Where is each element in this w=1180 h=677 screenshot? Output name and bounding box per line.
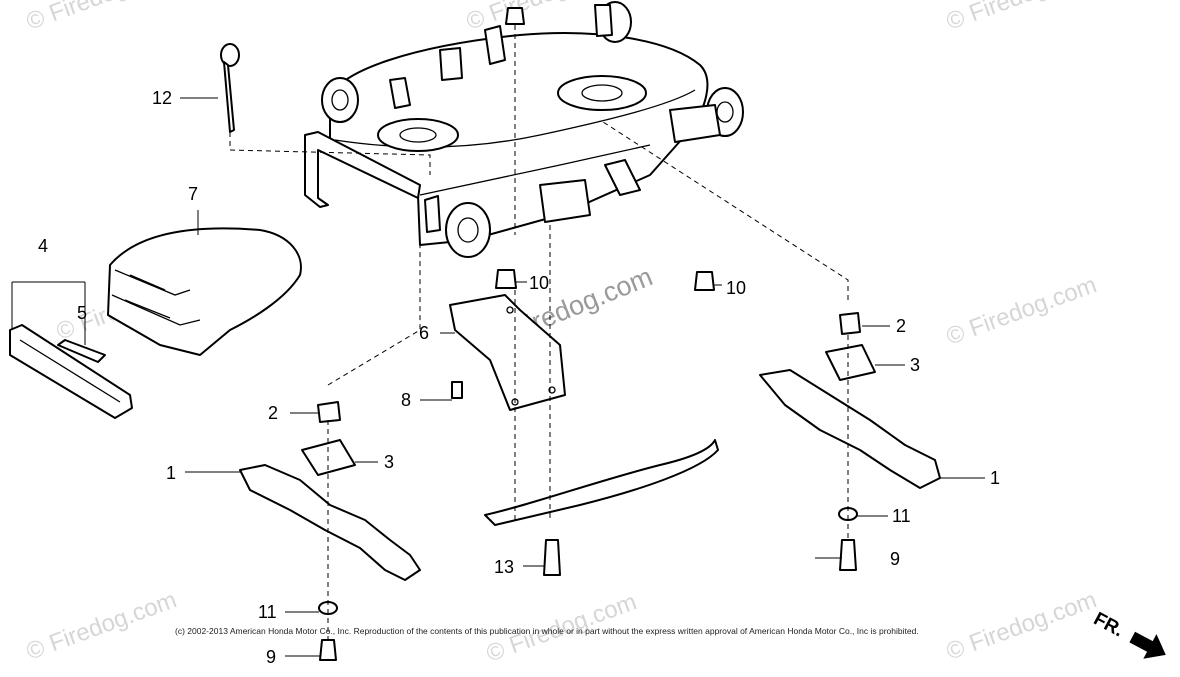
callout-4: 4 bbox=[38, 236, 48, 256]
blade-support-bar bbox=[484, 439, 719, 526]
part-1-right-blade bbox=[759, 369, 941, 489]
callout-3: 3 bbox=[384, 452, 394, 472]
callout-10: 10 bbox=[726, 278, 746, 298]
part-10-nut bbox=[495, 269, 517, 289]
callout-9: 9 bbox=[266, 647, 276, 667]
part-9-bolt bbox=[839, 539, 857, 571]
part-12-lift-pin bbox=[220, 43, 431, 175]
part-10-nut bbox=[694, 271, 715, 291]
mower-deck bbox=[304, 1, 744, 258]
watermark: © Firedog.com bbox=[943, 586, 1100, 665]
watermark: © Firedog.com bbox=[23, 0, 180, 36]
callout-11: 11 bbox=[892, 506, 911, 526]
callout-7: 7 bbox=[188, 184, 198, 204]
callout-3: 3 bbox=[910, 355, 920, 375]
watermark: © Firedog.com bbox=[23, 586, 180, 665]
part-5-strip bbox=[57, 339, 106, 363]
part-10-nut bbox=[505, 7, 525, 25]
right-blade-assembly bbox=[599, 119, 941, 571]
callout-6: 6 bbox=[419, 323, 429, 343]
part-9-bolt bbox=[319, 639, 337, 661]
callout-labels: 1 1 2 2 3 3 4 5 6 7 8 9 9 10 10 11 11 12… bbox=[38, 88, 1000, 667]
part-2-blade-spacer bbox=[317, 401, 341, 423]
front-label: FR. bbox=[1090, 609, 1127, 642]
part-8-bolt bbox=[451, 381, 463, 399]
callout-13: 13 bbox=[494, 557, 514, 577]
part-1-left-blade bbox=[239, 464, 421, 581]
callout-11: 11 bbox=[258, 602, 277, 622]
leader-lines bbox=[11, 97, 985, 657]
callout-2: 2 bbox=[268, 403, 278, 423]
callout-12: 12 bbox=[152, 88, 172, 108]
callout-1: 1 bbox=[990, 468, 1000, 488]
arrow-right-icon bbox=[1129, 631, 1166, 659]
callout-8: 8 bbox=[401, 390, 411, 410]
callout-5: 5 bbox=[77, 303, 87, 323]
part-2-blade-spacer bbox=[839, 312, 861, 335]
part-3-blade-holder bbox=[825, 344, 876, 381]
callout-9: 9 bbox=[890, 549, 900, 569]
callout-2: 2 bbox=[896, 316, 906, 336]
front-direction-indicator: FR. bbox=[1090, 609, 1166, 659]
watermark: © Firedog.com bbox=[943, 271, 1100, 350]
part-7-discharge-chute bbox=[107, 227, 302, 356]
callout-10: 10 bbox=[529, 273, 549, 293]
watermark: © Firedog.com bbox=[943, 0, 1100, 36]
part-13-bolt bbox=[543, 539, 561, 576]
copyright-notice: (c) 2002-2013 American Honda Motor Co., … bbox=[175, 626, 919, 636]
left-blade-assembly bbox=[239, 245, 421, 661]
callout-1: 1 bbox=[166, 463, 176, 483]
part-4-deflector bbox=[9, 324, 133, 419]
